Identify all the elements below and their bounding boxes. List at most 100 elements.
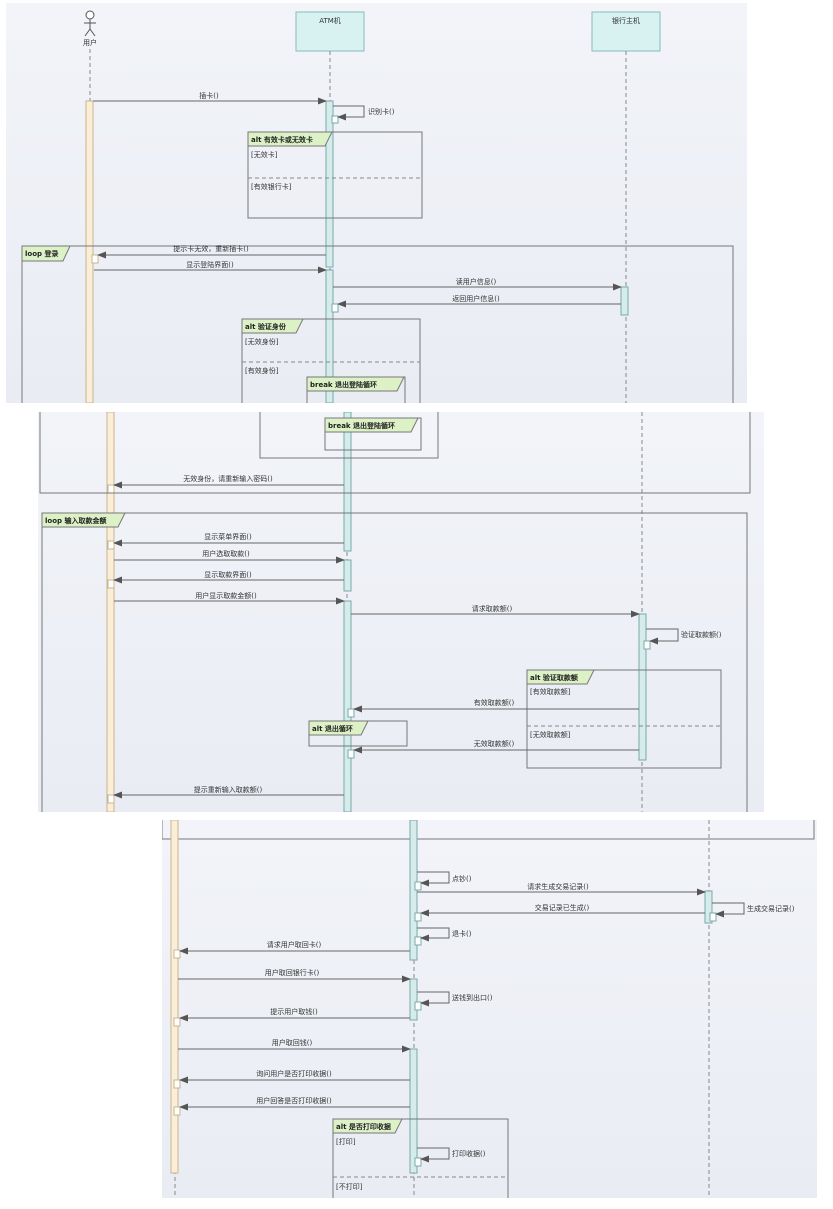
- alt-identity-tag: alt 验证身份: [245, 322, 287, 331]
- msg-withdraw-ui: 显示取款界面(): [204, 570, 252, 579]
- user-return-box: [173, 1017, 181, 1027]
- msg-verify-arrow: [646, 628, 679, 645]
- atm-activation: [325, 269, 334, 403]
- atm-activation: [409, 978, 418, 1021]
- msg-print: 打印收据(): [452, 1149, 486, 1158]
- msg-retry: 提示卡无效，重新插卡(): [173, 244, 249, 253]
- atm-activation: [409, 1048, 418, 1174]
- user-return-box: [173, 1079, 181, 1089]
- msg-dispense: 送钱到出口(): [452, 993, 493, 1002]
- msg-answer-receipt: 用户回答是否打印收据(): [256, 1096, 332, 1105]
- user-return-box: [173, 949, 181, 959]
- alt-amount-frame: alt 验证取款额 [有效取款额] [无效取款额]: [526, 669, 722, 769]
- msg-print-arrow: [417, 1147, 450, 1163]
- guard-valid-card: [有效银行卡]: [251, 182, 292, 191]
- user-activation: [106, 412, 115, 812]
- atm-self-activation: [414, 936, 422, 946]
- loop-login-frame-end: [39, 412, 751, 494]
- break-frame-2: break 退出登陆循环: [324, 417, 422, 451]
- guard-print: [打印]: [336, 1137, 356, 1146]
- user-return-box: [107, 484, 115, 494]
- diagram-panel-3: alt 是否打印收据 [打印] [不打印] 点钞() 请求生成交易记录() 生成…: [162, 820, 817, 1198]
- user-return-box: [173, 1106, 181, 1116]
- atm-activation: [325, 100, 334, 268]
- guard-valid-identity: [有效身份]: [245, 366, 279, 375]
- alt-card-tag: alt 有效卡或无效卡: [251, 135, 313, 144]
- sequence-diagram-part-1: 用户 ATM机 银行主机 loop 登录 alt 有效卡或无效卡 [无效卡] […: [21, 10, 734, 403]
- atm-self-activation: [414, 881, 422, 891]
- atm-activation: [343, 600, 352, 812]
- msg-verify: 验证取款额(): [681, 630, 722, 639]
- guard-invalid-card: [无效卡]: [251, 150, 278, 159]
- loop-login-frame: loop 登录: [21, 245, 734, 403]
- bank-label: 银行主机: [612, 16, 640, 25]
- msg-menu: 显示菜单界面(): [204, 532, 252, 541]
- user-return-box: [107, 794, 115, 804]
- msg-valid: 有效取款额(): [474, 698, 515, 707]
- alt-identity-frame: alt 验证身份 [无效身份] [有效身份]: [241, 318, 421, 403]
- alt-exit-tag: alt 退出循环: [312, 724, 353, 733]
- atm-activation: [343, 559, 352, 592]
- alt-receipt-tag: alt 是否打印收据: [336, 1122, 391, 1131]
- bank-self-activation: [709, 912, 717, 922]
- atm-self-activation: [414, 1157, 422, 1167]
- msg-reenter: 提示重新输入取款额(): [194, 785, 263, 794]
- loop-amount-frame-end: [162, 820, 815, 840]
- atm-return-box: [347, 749, 355, 759]
- atm-return-box: [331, 303, 339, 313]
- user-activation: [85, 100, 94, 403]
- guard-invalid-identity: [无效身份]: [245, 337, 279, 346]
- alt-card-frame: alt 有效卡或无效卡 [无效卡] [有效银行卡]: [247, 131, 423, 219]
- break-tag-1: break 退出登陆循环: [310, 380, 377, 389]
- atm-return-box: [414, 912, 422, 922]
- loop-amount-tag: loop 输入取款金额: [45, 516, 106, 525]
- msg-take-card: 用户取回银行卡(): [265, 968, 320, 977]
- msg-amount: 用户显示取款金额(): [195, 591, 257, 600]
- loop-amount-frame: loop 输入取款金额: [41, 512, 748, 812]
- bank-activation: [620, 286, 629, 316]
- alt-receipt-frame: alt 是否打印收据 [打印] [不打印]: [332, 1118, 509, 1198]
- msg-take-cash: 用户取回钱(): [272, 1038, 313, 1047]
- atm-self-activation: [414, 1001, 422, 1011]
- msg-take-card-req: 请求用户取回卡(): [267, 940, 322, 949]
- bank-participant[interactable]: 银行主机: [591, 11, 661, 52]
- msg-count: 点钞(): [452, 874, 472, 883]
- atm-self-activation: [331, 115, 339, 124]
- msg-read-user: 读用户信息(): [456, 277, 497, 286]
- user-return-box: [107, 540, 115, 550]
- alt-exit-frame: alt 退出循环: [308, 720, 408, 747]
- msg-eject: 退卡(): [452, 929, 472, 938]
- guard-invalid-amount: [无效取款额]: [530, 730, 571, 739]
- atm-label: ATM机: [319, 16, 341, 25]
- sequence-diagram-part-2: break 退出登陆循环 loop 输入取款金额 alt 验证取款额 [有效取款…: [39, 412, 751, 812]
- msg-insert: 插卡(): [199, 91, 219, 100]
- msg-bad-identity: 无效身份，请重新输入密码(): [183, 474, 273, 483]
- msg-ask-receipt: 询问用户是否打印收据(): [256, 1069, 332, 1078]
- sequence-diagram-part-3: alt 是否打印收据 [打印] [不打印] 点钞() 请求生成交易记录() 生成…: [162, 820, 815, 1198]
- msg-request: 请求取款额(): [472, 604, 513, 613]
- bank-activation: [638, 613, 647, 761]
- atm-participant[interactable]: ATM机: [295, 11, 365, 52]
- loop-login-tag: loop 登录: [25, 249, 58, 258]
- msg-invalid: 无效取款额(): [474, 739, 515, 748]
- user-actor[interactable]: [84, 10, 96, 37]
- diagram-panel-2: break 退出登陆循环 loop 输入取款金额 alt 验证取款额 [有效取款…: [38, 412, 764, 812]
- guard-no-print: [不打印]: [336, 1182, 363, 1191]
- msg-log-done: 交易记录已生成(): [535, 903, 590, 912]
- user-activation: [170, 820, 179, 1174]
- guard-valid-amount: [有效取款额]: [530, 687, 571, 696]
- break-tag-2: break 退出登陆循环: [328, 421, 395, 430]
- msg-gen-log-arrow: [712, 902, 745, 918]
- bank-self-activation: [643, 640, 651, 650]
- diagram-panel-1: 用户 ATM机 银行主机 loop 登录 alt 有效卡或无效卡 [无效卡] […: [6, 3, 747, 403]
- msg-dispense-arrow: [417, 991, 450, 1007]
- msg-eject-arrow: [417, 927, 450, 942]
- msg-gen-log: 生成交易记录(): [747, 904, 795, 913]
- atm-activation: [343, 412, 352, 552]
- user-label: 用户: [83, 38, 97, 47]
- alt-amount-tag: alt 验证取款额: [530, 673, 578, 682]
- msg-take-cash-prompt: 提示用户取钱(): [270, 1007, 318, 1016]
- break-frame-1: break 退出登陆循环: [306, 376, 406, 403]
- msg-login-ui: 显示登陆界面(): [186, 260, 234, 269]
- msg-count-arrow: [417, 871, 450, 887]
